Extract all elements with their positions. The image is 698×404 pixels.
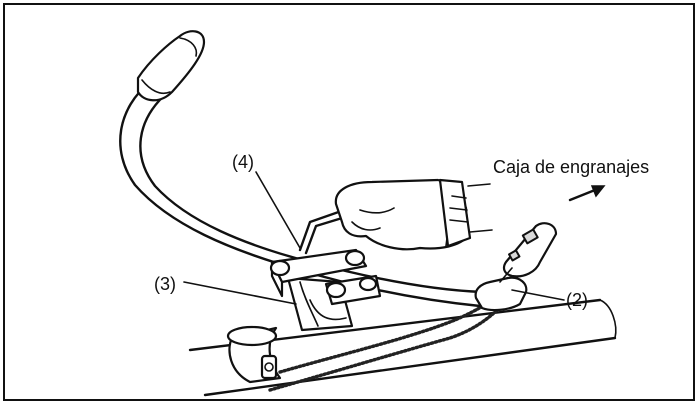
leader-line-2 <box>511 289 565 301</box>
part-label-4: (4) <box>232 152 254 172</box>
part-label-3: (3) <box>154 274 176 294</box>
leader-line-4 <box>255 171 301 249</box>
gear-case-label: Caja de engranajes <box>493 157 649 177</box>
throttle-grip <box>474 222 558 312</box>
gloved-hand <box>334 178 493 251</box>
leader-line-3 <box>183 281 297 305</box>
gear-case-arrowhead <box>590 185 606 198</box>
shaft-clamp <box>226 325 282 384</box>
left-grip <box>136 30 206 102</box>
diagram-frame <box>3 3 695 401</box>
handlebar-clamp <box>269 248 382 306</box>
part-label-2: (2) <box>566 290 588 310</box>
